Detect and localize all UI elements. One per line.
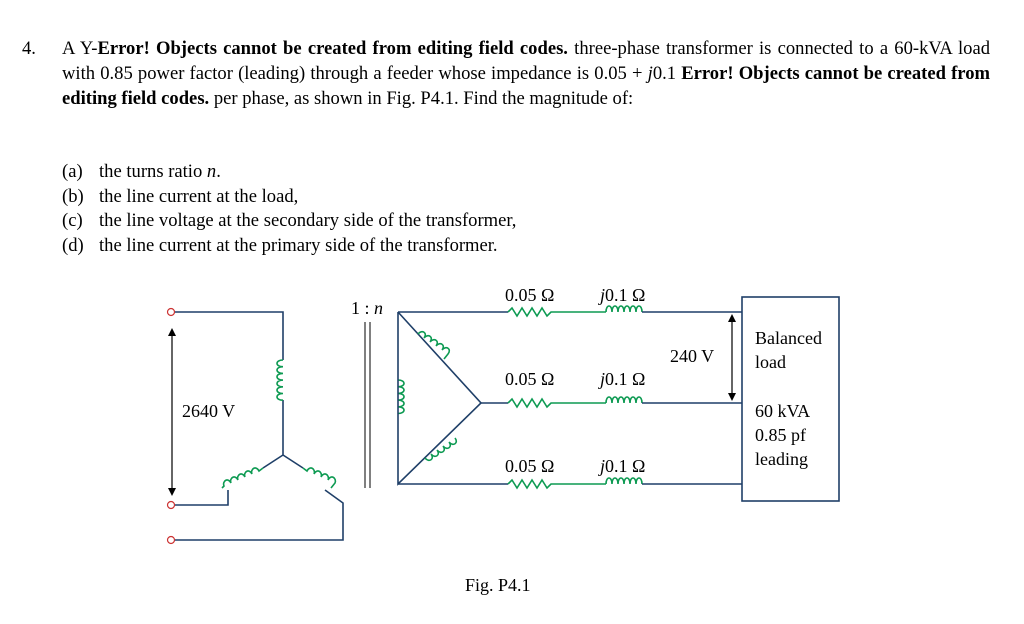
load-name-1: Balanced [755, 328, 822, 348]
resistor-a [507, 306, 606, 318]
resistance-label-a: 0.05 Ω [505, 285, 554, 305]
reactance-label-c: j0.1 Ω [598, 456, 645, 476]
feeder-impedance-c: 0.05 Ω j0.1 Ω [505, 456, 742, 490]
turns-ratio-label: 1 : n [351, 298, 383, 318]
load-kva: 60 kVA [755, 401, 810, 421]
part-a: (a)the turns ratio n. [62, 161, 221, 182]
feeder-impedance-a: 0.05 Ω j0.1 Ω [505, 285, 742, 318]
primary-terminal-b [166, 500, 176, 510]
secondary-delta [397, 311, 483, 486]
primary-coil-b [221, 467, 264, 489]
primary-voltage-label: 2640 V [182, 401, 235, 421]
reactance-label-b: j0.1 Ω [598, 369, 645, 389]
inductor-c [605, 477, 643, 485]
inductor-a [605, 305, 643, 313]
line-voltage-label: 240 V [670, 346, 714, 366]
part-d: (d)the line current at the primary side … [62, 234, 498, 256]
part-b: (b)the line current at the load, [62, 185, 299, 207]
balanced-load-box [741, 296, 840, 502]
primary-coil-c [302, 467, 337, 489]
primary-terminal-c [166, 535, 176, 545]
primary-wire-c [175, 489, 344, 541]
resistance-label-c: 0.05 Ω [505, 456, 554, 476]
resistor-c [507, 478, 606, 490]
load-type: leading [755, 449, 808, 469]
core-coupling-coil [397, 379, 405, 415]
load-name-2: load [755, 352, 786, 372]
primary-wye-neutral [262, 400, 304, 469]
resistor-b [507, 397, 606, 409]
secondary-coil-a [417, 330, 451, 360]
figure-caption: Fig. P4.1 [465, 575, 531, 595]
problem-number: 4. [22, 38, 36, 59]
field-code-error: Error! Objects cannot be created from ed… [97, 38, 568, 59]
resistance-label-b: 0.05 Ω [505, 369, 554, 389]
feeder-impedance-b: 0.05 Ω j0.1 Ω [505, 369, 742, 409]
part-c: (c)the line voltage at the secondary sid… [62, 210, 517, 231]
primary-wire-a [175, 311, 284, 360]
inductor-b [605, 396, 643, 404]
problem-statement: 4. A Y-Error! Objects cannot be created … [22, 36, 990, 111]
primary-coil-a [276, 359, 284, 401]
secondary-coil-b [424, 437, 458, 462]
field-code-error: Error! Objects cannot be created from ed… [62, 63, 990, 109]
load-pf: 0.85 pf [755, 425, 806, 445]
reactance-label-a: j0.1 Ω [598, 285, 645, 305]
primary-wire-b [175, 490, 229, 506]
primary-terminal-a [166, 307, 176, 317]
problem-text: A Y-Error! Objects cannot be created fro… [62, 38, 991, 109]
problem-parts: (a)the turns ratio n. (b)the line curren… [62, 160, 516, 258]
